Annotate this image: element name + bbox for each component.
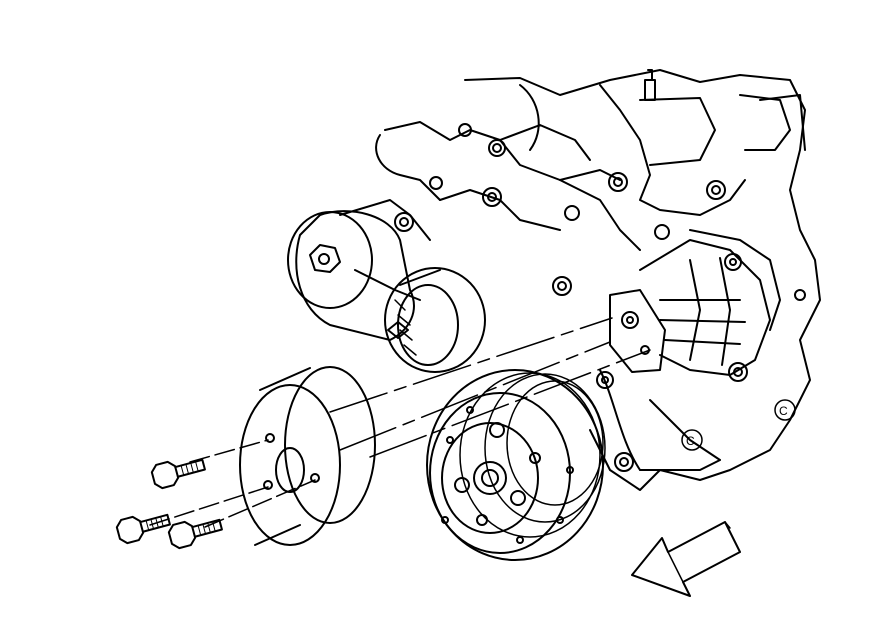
water-pump [639,239,771,382]
crankshaft-balancer [426,369,606,561]
callout-c-2: C [779,404,788,418]
pulley-mount-bracket [596,289,666,389]
front-of-engine-arrow [631,521,741,597]
callout-c-circle-1 [681,429,703,451]
callout-c-circle-2 [774,399,796,421]
idler-pulley [384,267,486,373]
callout-labels: C C [681,399,796,451]
alignment-lines [149,317,651,528]
engine-front-cover [375,69,821,491]
pulley-bolt [115,458,223,550]
callout-c-1: C [686,434,695,448]
water-pump-pulley [239,366,376,546]
belt-tensioner [287,199,431,341]
